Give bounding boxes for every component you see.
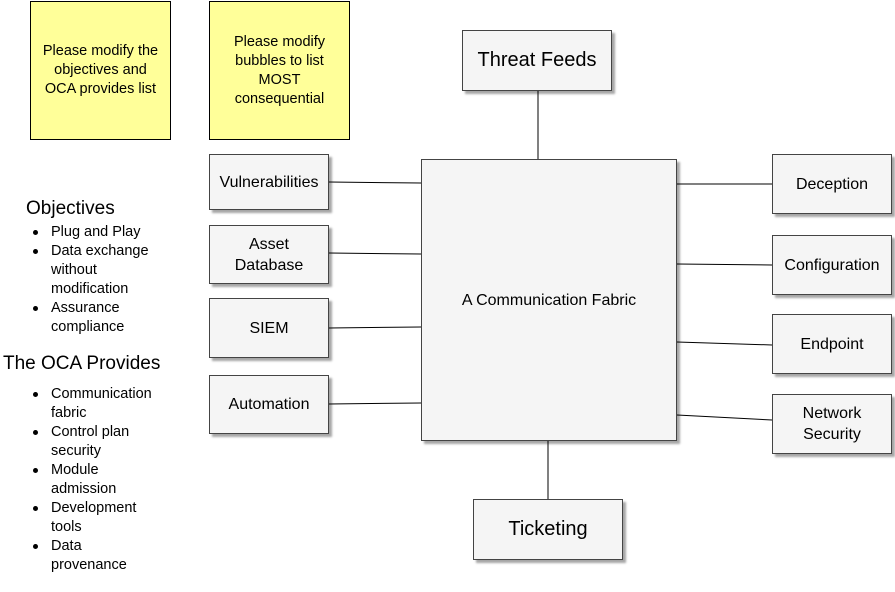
oca-provides-item: Communication fabric (25, 385, 185, 423)
objectives-list: Plug and Play Data exchange without modi… (25, 223, 185, 337)
network-security-box[interactable]: Network Security (772, 394, 892, 454)
sticky-note-bubbles: Please modify bubbles to list MOST conse… (209, 1, 350, 140)
deception-box[interactable]: Deception (772, 154, 892, 214)
oca-provides-list: Communication fabric Control plan securi… (25, 385, 185, 575)
endpoint-box[interactable]: Endpoint (772, 314, 892, 374)
vulnerabilities-box[interactable]: Vulnerabilities (209, 154, 329, 210)
oca-provides-item: Control plan security (25, 423, 185, 461)
objectives-item: Assurance compliance (25, 299, 185, 337)
connector-network-security (676, 414, 773, 421)
oca-provides-heading: The OCA Provides (3, 353, 161, 374)
asset-database-box[interactable]: Asset Database (209, 225, 329, 284)
connector-asset-database (328, 252, 422, 255)
connector-vulnerabilities (328, 181, 422, 184)
threat-feeds-box[interactable]: Threat Feeds (462, 30, 612, 91)
objectives-item: Data exchange without modification (25, 242, 185, 299)
ticketing-box[interactable]: Ticketing (473, 499, 623, 560)
oca-provides-item: Data provenance (25, 537, 185, 575)
objectives-item: Plug and Play (25, 223, 185, 242)
connector-configuration (676, 263, 773, 266)
automation-box[interactable]: Automation (209, 375, 329, 434)
connector-endpoint (676, 341, 773, 346)
oca-provides-item: Module admission (25, 461, 185, 499)
configuration-box[interactable]: Configuration (772, 235, 892, 295)
siem-box[interactable]: SIEM (209, 298, 329, 358)
connector-siem (328, 326, 422, 329)
communication-fabric-box[interactable]: A Communication Fabric (421, 159, 677, 441)
connector-automation (328, 402, 422, 405)
oca-provides-item: Development tools (25, 499, 185, 537)
sticky-note-objectives: Please modify the objectives and OCA pro… (30, 1, 171, 140)
objectives-heading: Objectives (26, 198, 115, 219)
